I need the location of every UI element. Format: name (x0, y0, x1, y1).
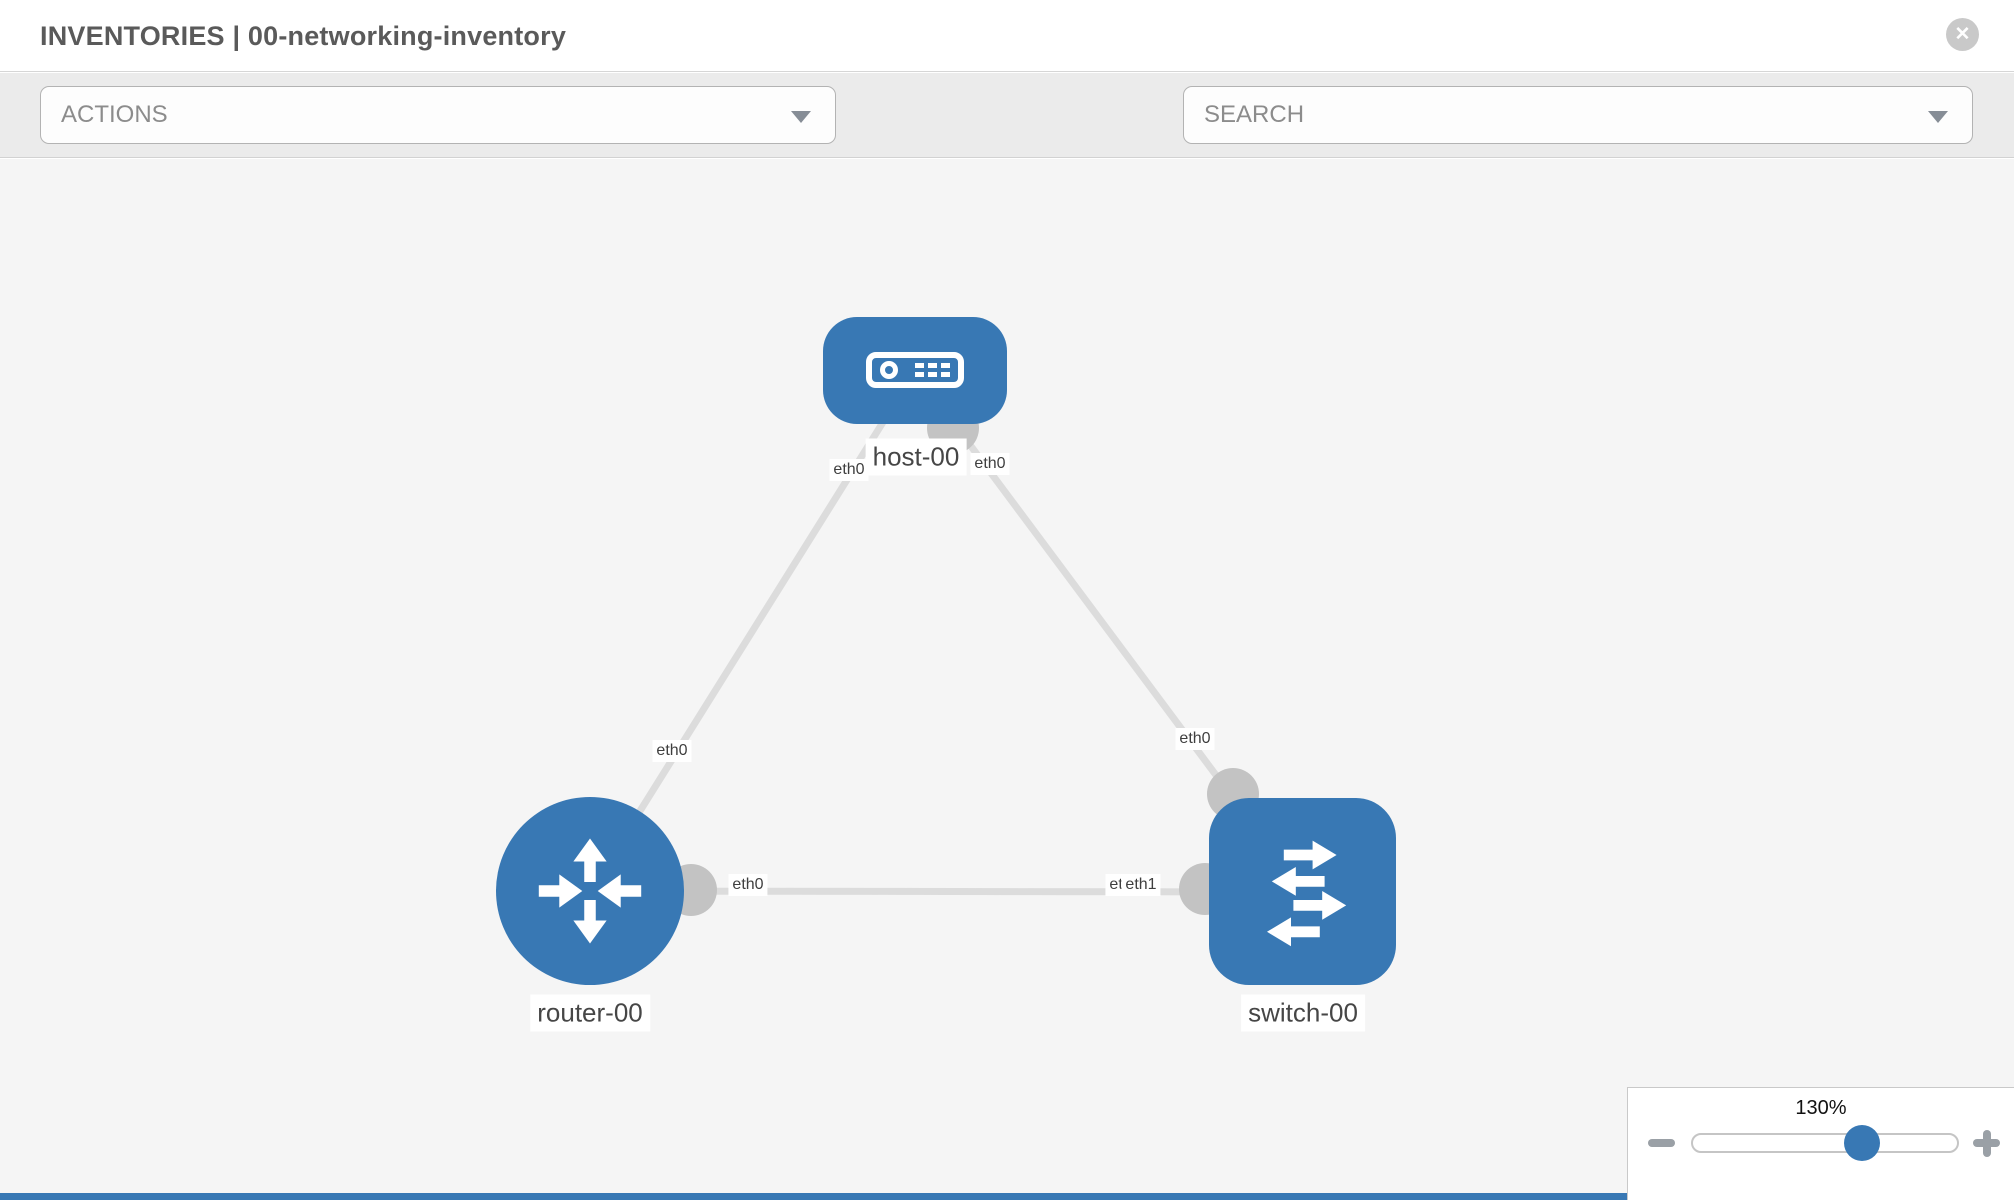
iface-label-host-left: eth0 (829, 459, 869, 481)
zoom-in-plus-icon[interactable] (1973, 1129, 2000, 1157)
router-icon (538, 838, 642, 944)
actions-dropdown[interactable]: ACTIONS (40, 86, 836, 144)
node-router-00[interactable] (496, 797, 684, 985)
zoom-slider-track[interactable] (1691, 1133, 1959, 1153)
link-host-router[interactable] (587, 369, 918, 893)
iface-label-router-top: eth0 (652, 740, 692, 762)
page-title: INVENTORIES | 00-networking-inventory (40, 21, 567, 51)
iface-label-host-right: eth0 (970, 453, 1010, 475)
chevron-down-icon (1928, 111, 1948, 123)
node-label-host: host-00 (865, 438, 967, 476)
topology-canvas[interactable] (0, 159, 2014, 1200)
toolbar: ACTIONS (0, 73, 2014, 204)
search-dropdown[interactable] (1183, 86, 1973, 144)
switch-icon (1267, 840, 1347, 947)
zoom-value: 130% (1795, 1097, 1847, 1119)
iface-label-switch-left-eth1: eth1 (1121, 874, 1161, 896)
header: INVENTORIES | 00-networking-inventory ✕ (0, 0, 2014, 72)
node-host-00[interactable] (823, 317, 1007, 424)
close-icon[interactable]: ✕ (1946, 18, 1979, 51)
node-switch-00[interactable] (1209, 798, 1396, 985)
node-label-router: router-00 (530, 994, 650, 1032)
footer-strip (0, 1193, 1627, 1200)
node-label-switch: switch-00 (1241, 994, 1365, 1032)
zoom-slider-thumb[interactable] (1844, 1125, 1880, 1161)
chevron-down-icon (791, 111, 811, 123)
iface-label-switch-top: eth0 (1175, 728, 1215, 750)
iface-label-router-right: eth0 (728, 874, 768, 896)
zoom-out-minus-icon[interactable] (1648, 1139, 1675, 1147)
host-icon (866, 352, 964, 388)
actions-dropdown-label: ACTIONS (61, 101, 168, 128)
zoom-panel: 130% (1627, 1087, 2014, 1200)
search-input[interactable] (1204, 87, 1904, 143)
